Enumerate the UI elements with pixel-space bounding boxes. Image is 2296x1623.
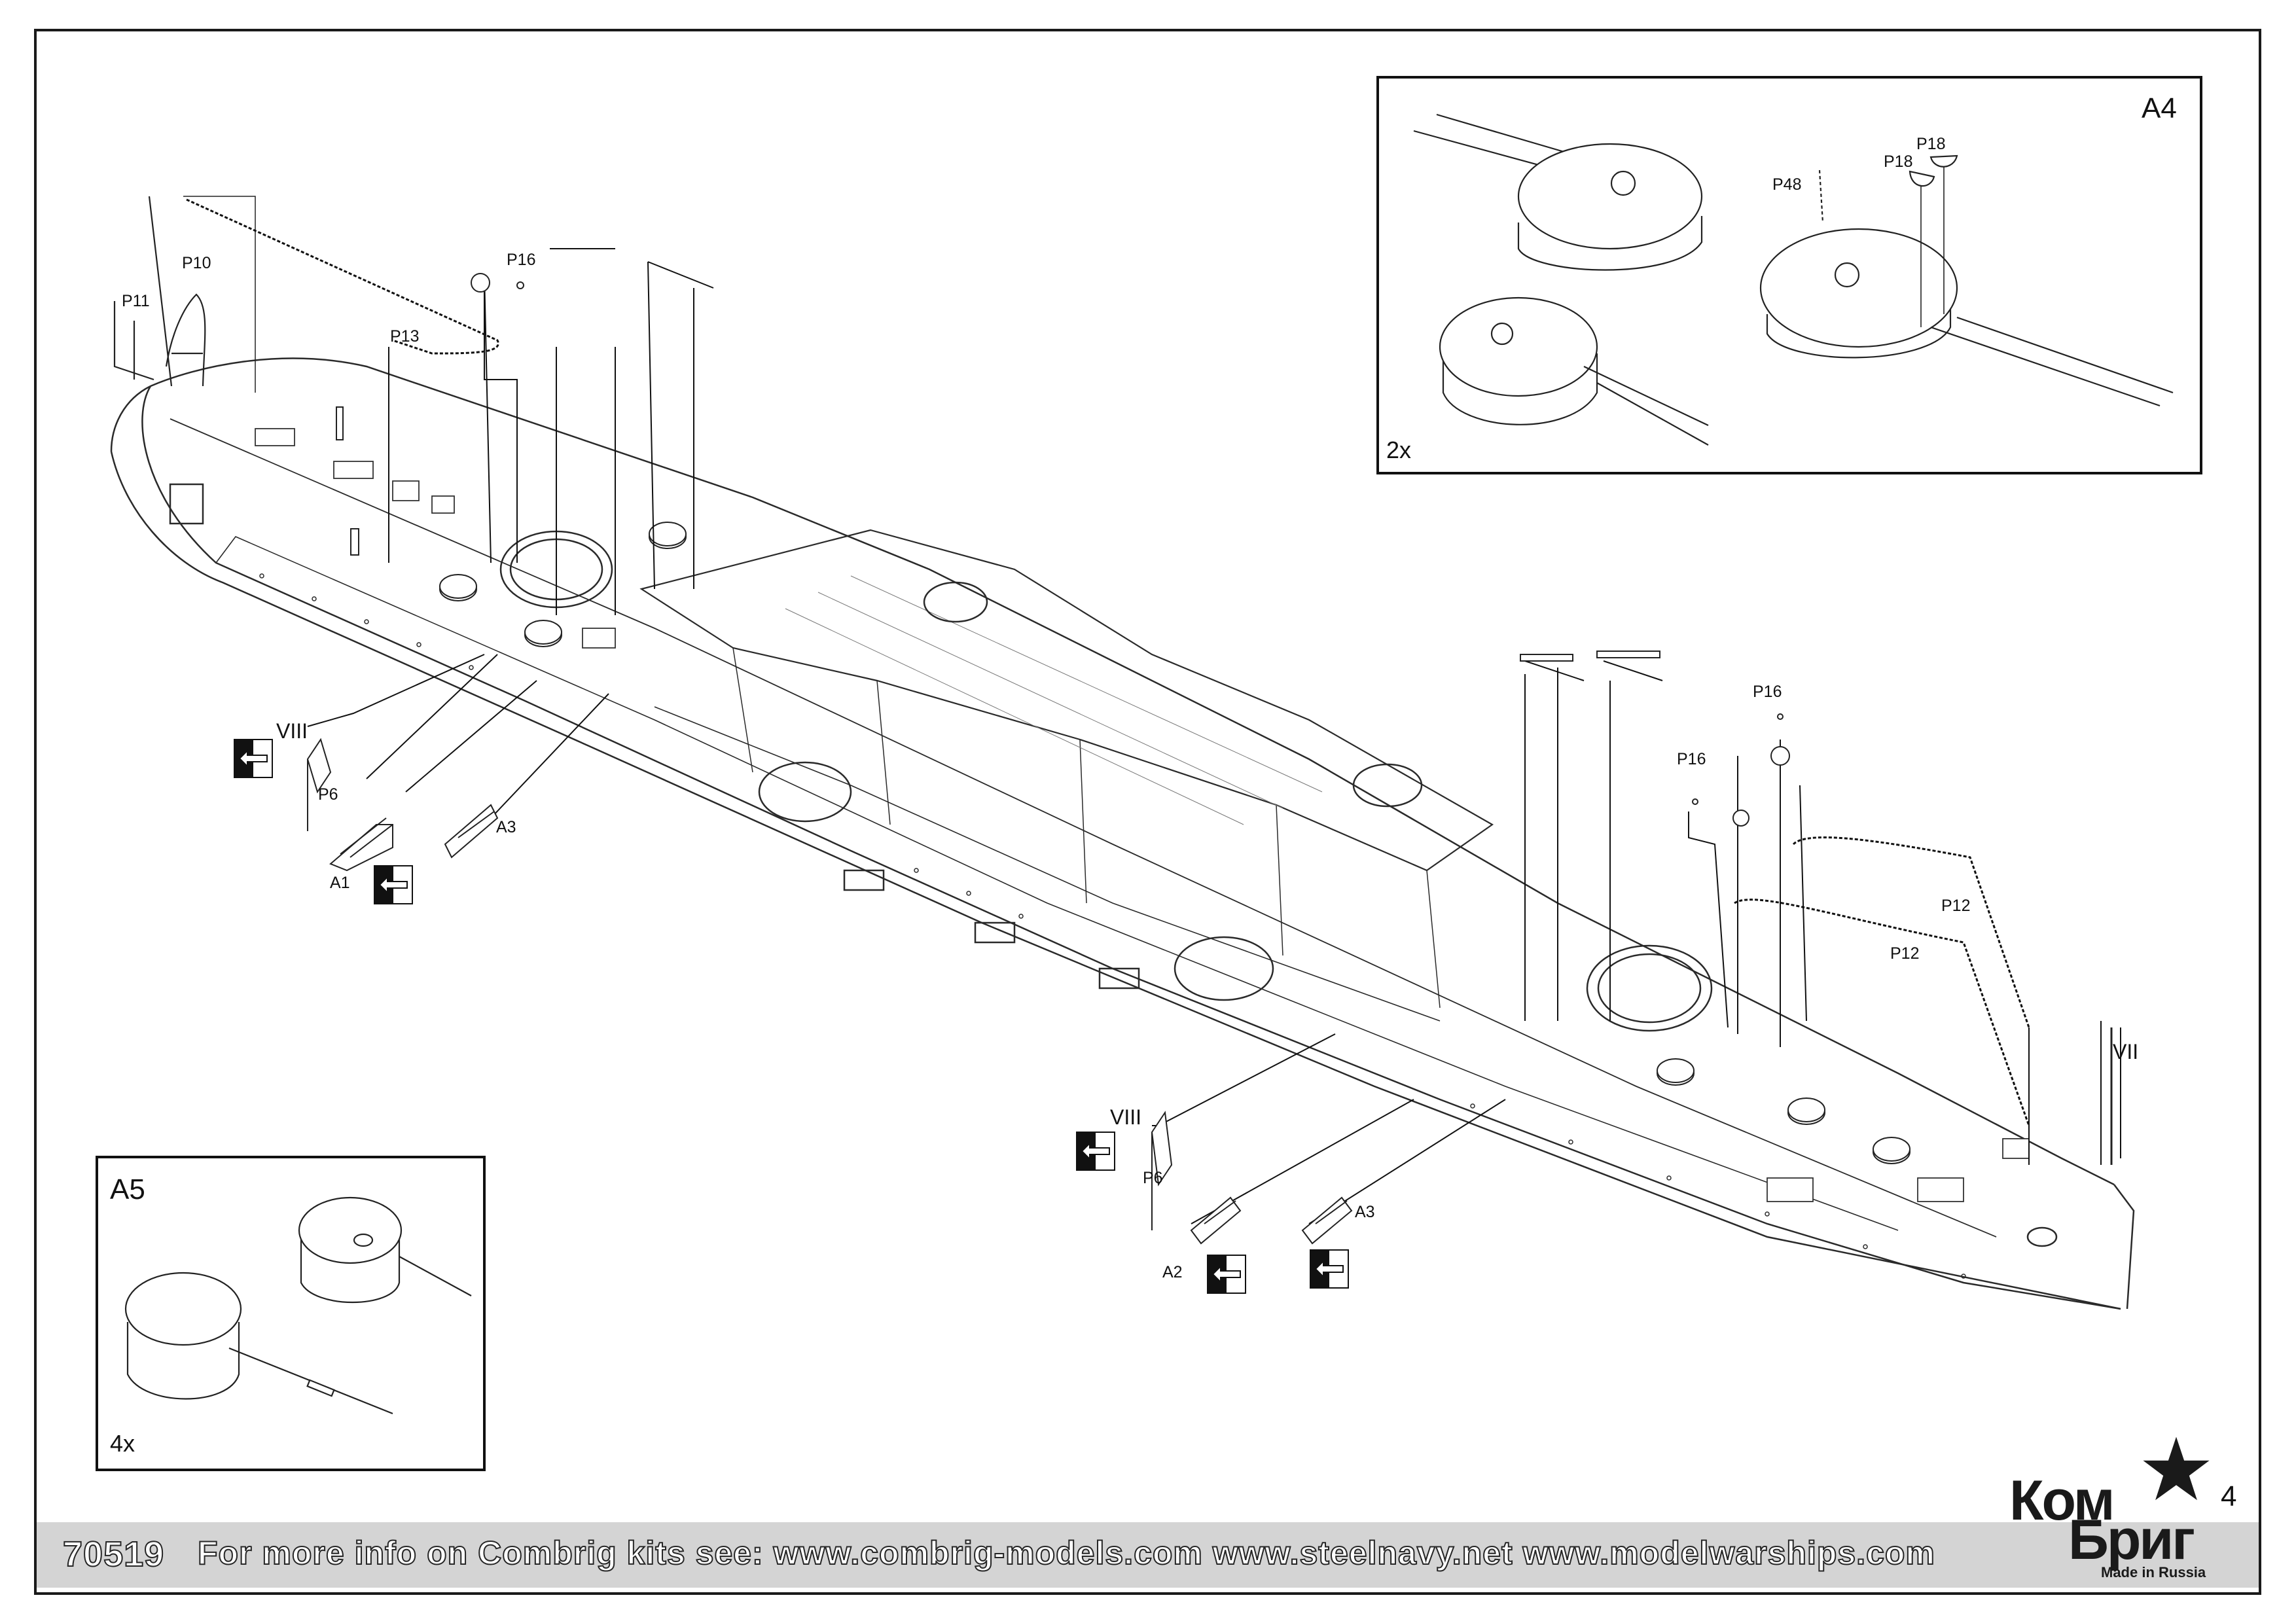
- label-p18-b: P18: [1916, 135, 1945, 153]
- label-a3-aft: A3: [496, 818, 516, 836]
- page-number: 4: [2221, 1480, 2237, 1512]
- inset-a5-count: 4x: [110, 1430, 135, 1457]
- port-side-arrow-icon: [1310, 1249, 1349, 1289]
- label-p48: P48: [1772, 175, 1801, 194]
- label-viii-aft: VIII: [276, 719, 308, 743]
- label-p16-fwd-a: P16: [1753, 683, 1782, 701]
- logo-line2: Бриг: [2068, 1508, 2195, 1571]
- label-p12-b: P12: [1890, 944, 1919, 963]
- rigging-chain-fwd: [1734, 836, 2030, 1126]
- battleship-hull: [110, 357, 2135, 1310]
- port-side-arrow-icon: [1076, 1132, 1115, 1171]
- page-frame: [34, 29, 2261, 1595]
- label-p11: P11: [122, 292, 150, 310]
- label-p18-a: P18: [1884, 152, 1912, 171]
- label-a1: A1: [330, 874, 350, 892]
- label-viii-fwd: VIII: [1110, 1105, 1141, 1129]
- footer-band: [37, 1522, 2259, 1588]
- inset-a4: A4 2x P48: [1376, 76, 2202, 474]
- logo-made-in: Made in Russia: [2101, 1564, 2206, 1580]
- aft-mast-rigging: [113, 196, 256, 393]
- label-vii: VII: [2113, 1040, 2138, 1063]
- star-logo-icon: [2143, 1436, 2210, 1501]
- deck-fittings: [255, 428, 2030, 1202]
- port-side-arrow-icon: [374, 865, 413, 904]
- ladders-aft: [306, 738, 499, 872]
- label-a3-fwd: A3: [1355, 1203, 1375, 1221]
- label-p16-fwd-b: P16: [1677, 750, 1706, 768]
- deck-posts: [336, 273, 524, 556]
- inset-a5-title: A5: [110, 1173, 145, 1205]
- label-a2: A2: [1162, 1263, 1183, 1281]
- label-p6-aft: P6: [318, 785, 338, 804]
- inset-a4-count: 2x: [1386, 437, 1411, 463]
- label-p6-fwd: P6: [1143, 1169, 1163, 1187]
- inset-a4-title: A4: [2142, 92, 2177, 124]
- port-side-arrow-icon: [1207, 1255, 1246, 1294]
- label-p12-a: P12: [1941, 897, 1970, 915]
- fwd-fittings: [1520, 651, 2113, 1165]
- footer-info: For more info on Combrig kits see: www.c…: [197, 1534, 1935, 1572]
- logo-line1: Ком: [2009, 1469, 2115, 1532]
- label-p10: P10: [182, 254, 211, 272]
- port-side-arrow-icon: [234, 739, 273, 778]
- ladders-fwd: [1151, 1111, 1353, 1245]
- kit-number: 70519: [62, 1534, 165, 1575]
- label-p16-aft: P16: [507, 251, 535, 269]
- leader-lines-fwd: [1152, 660, 2121, 1224]
- inset-a5: A5 4x: [96, 1156, 486, 1471]
- combrig-logo: Ком Бриг Made in Russia: [1990, 1436, 2225, 1584]
- leader-lines-aft: [307, 248, 714, 819]
- label-p13: P13: [390, 327, 419, 346]
- rigging-chain-aft: [186, 198, 499, 355]
